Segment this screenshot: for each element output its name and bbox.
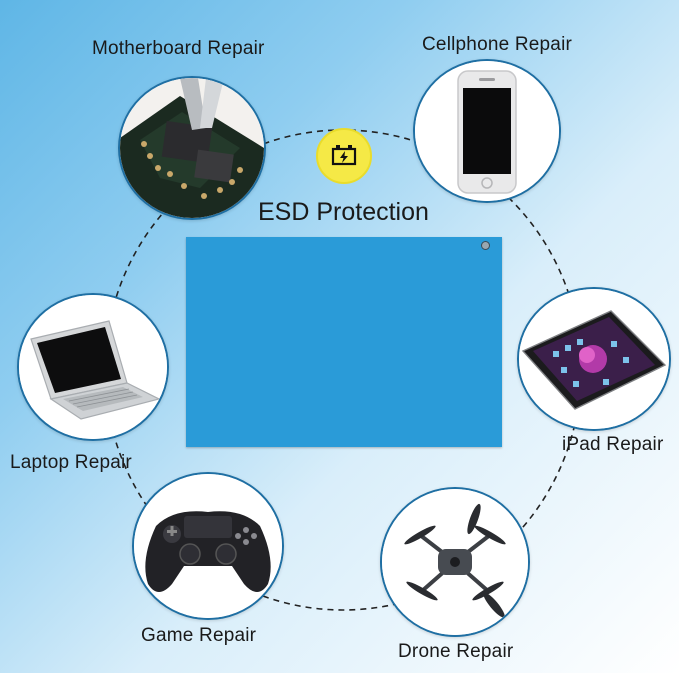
motherboard-image: [118, 76, 266, 220]
drone-image: [380, 487, 530, 637]
ipad-image: [517, 287, 671, 431]
mat-snap-button: [481, 241, 490, 250]
laptop-repair-label: Laptop Repair: [10, 452, 132, 473]
motherboard-repair-label: Motherboard Repair: [92, 38, 265, 59]
cellphone-repair-label: Cellphone Repair: [422, 34, 573, 55]
game-repair-label: Game Repair: [141, 625, 257, 646]
cellphone-image: [413, 59, 561, 203]
esd-protection-title: ESD Protection: [258, 198, 429, 226]
game-controller-image: [132, 472, 284, 620]
drone-repair-label: Drone Repair: [398, 641, 514, 662]
esd-mat: [186, 237, 502, 447]
battery-warning-icon: [316, 128, 372, 184]
laptop-image: [17, 293, 169, 441]
ipad-repair-label: iPad Repair: [562, 434, 664, 455]
